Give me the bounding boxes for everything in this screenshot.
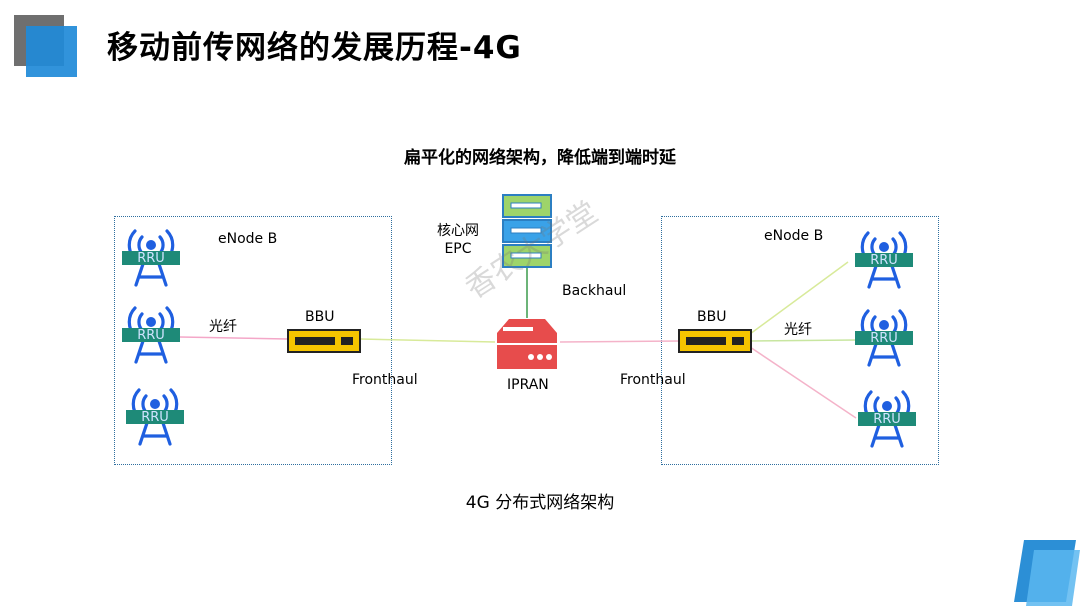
fiber-link — [749, 339, 857, 342]
logo-square-blue — [26, 26, 77, 77]
core-network-label: 核心网 EPC — [428, 222, 488, 258]
backhaul-label: Backhaul — [562, 283, 627, 299]
rru-label: RRU — [141, 410, 169, 425]
rru-icon — [858, 390, 916, 448]
bbu-icon — [287, 329, 361, 353]
rru-icon — [855, 309, 913, 367]
rru-icon — [122, 229, 180, 287]
corner-decoration — [1014, 540, 1080, 606]
core-network-label-line1: 核心网 — [437, 223, 479, 239]
rru-label: RRU — [870, 331, 898, 346]
diagram-caption: 4G 分布式网络架构 — [465, 493, 615, 513]
rru-icon — [122, 306, 180, 364]
server-icon — [502, 194, 552, 268]
diagram-subtitle: 扁平化的网络架构，降低端到端时延 — [404, 148, 676, 168]
fiber-label-right: 光纤 — [784, 322, 812, 338]
rru-icon — [855, 231, 913, 289]
router-icon — [497, 319, 557, 369]
fiber-link — [179, 336, 289, 340]
fronthaul-link-right — [559, 340, 681, 343]
rru-label: RRU — [137, 251, 165, 266]
ipran-label: IPRAN — [507, 377, 549, 393]
rru-icon — [126, 388, 184, 446]
fiber-link — [749, 261, 849, 335]
page-title: 移动前传网络的发展历程-4G — [107, 30, 522, 66]
bbu-label-right: BBU — [697, 309, 727, 325]
rru-label: RRU — [873, 412, 901, 427]
fiber-label-left: 光纤 — [209, 319, 237, 335]
fronthaul-label-left: Fronthaul — [352, 372, 418, 388]
bbu-label-left: BBU — [305, 309, 335, 325]
enodeb-label-right: eNode B — [764, 228, 824, 244]
fronthaul-link-left — [359, 338, 496, 343]
fiber-link — [749, 346, 857, 419]
rru-label: RRU — [870, 253, 898, 268]
left-enodeb-box — [114, 216, 392, 465]
rru-label: RRU — [137, 328, 165, 343]
core-network-label-line2: EPC — [444, 241, 472, 257]
bbu-icon — [678, 329, 752, 353]
enodeb-label-left: eNode B — [218, 231, 278, 247]
fronthaul-label-right: Fronthaul — [620, 372, 686, 388]
